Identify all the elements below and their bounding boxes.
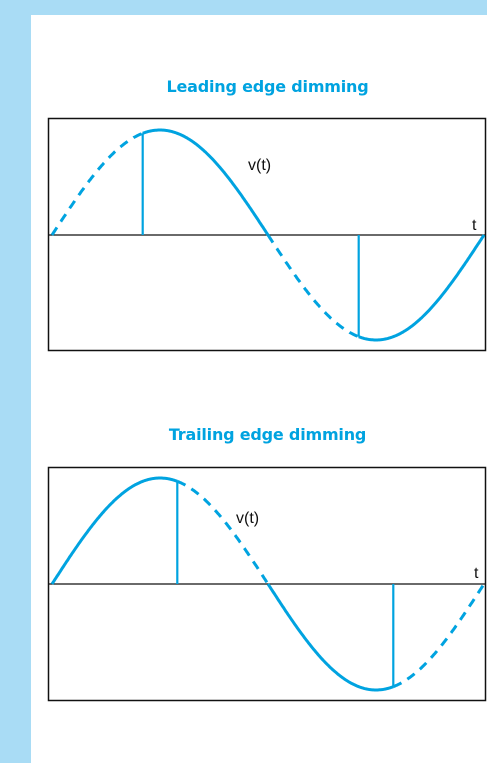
- leading-edge-conducting-wave-1: [142, 128, 270, 236]
- trailing-edge-conducting-wave-2: [266, 583, 394, 692]
- trailing-edge-signal-label: v(t): [236, 510, 259, 527]
- frame-left-border: [0, 15, 31, 763]
- trailing-edge-time-label: t: [474, 565, 479, 582]
- leading-edge-conducting-wave-2: [358, 234, 486, 342]
- leading-edge-time-label: t: [472, 217, 477, 234]
- leading-edge-suppressed-wave-2: [266, 234, 360, 339]
- frame-top-border: [0, 0, 487, 15]
- trailing-edge-suppressed-wave-1: [176, 479, 270, 585]
- trailing-edge-title: Trailing edge dimming: [168, 425, 367, 444]
- leading-edge-title: Leading edge dimming: [166, 77, 369, 96]
- trailing-edge-panel: v(t) t: [47, 466, 487, 702]
- trailing-edge-suppressed-wave-2: [392, 583, 486, 689]
- frame-inner: [31, 15, 487, 763]
- trailing-edge-conducting-wave-1: [50, 476, 178, 585]
- leading-edge-signal-label: v(t): [248, 157, 271, 174]
- leading-edge-panel: v(t) t: [47, 117, 487, 352]
- leading-edge-suppressed-wave-1: [50, 131, 144, 236]
